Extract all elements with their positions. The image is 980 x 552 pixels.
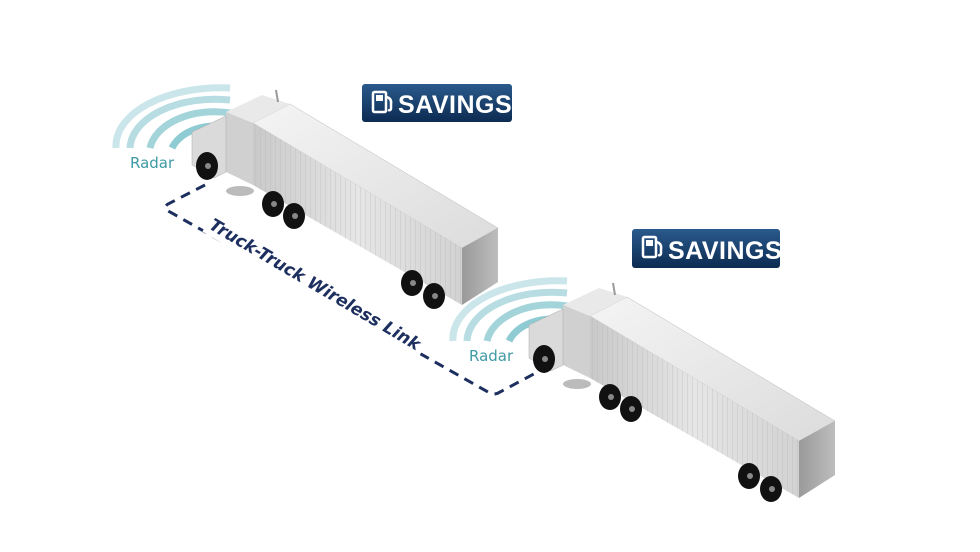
savings-label: SAVINGS: [668, 237, 782, 265]
savings-badge: SAVINGS: [362, 84, 512, 122]
savings-label: SAVINGS: [398, 91, 512, 119]
wheels: [196, 152, 445, 309]
wireless-link-line: [163, 183, 546, 396]
truck-body: [191, 89, 499, 305]
truck-1: Radar SAVINGS: [112, 84, 512, 309]
fuel-pump-icon: [641, 235, 663, 259]
fuel-pump-icon: [371, 90, 393, 114]
savings-badge: SAVINGS: [632, 229, 782, 268]
truck-2: Radar: [449, 277, 836, 502]
radar-label: Radar: [469, 347, 514, 365]
truck-body: [528, 282, 836, 498]
wheels: [533, 345, 782, 502]
radar-label: Radar: [130, 154, 175, 172]
